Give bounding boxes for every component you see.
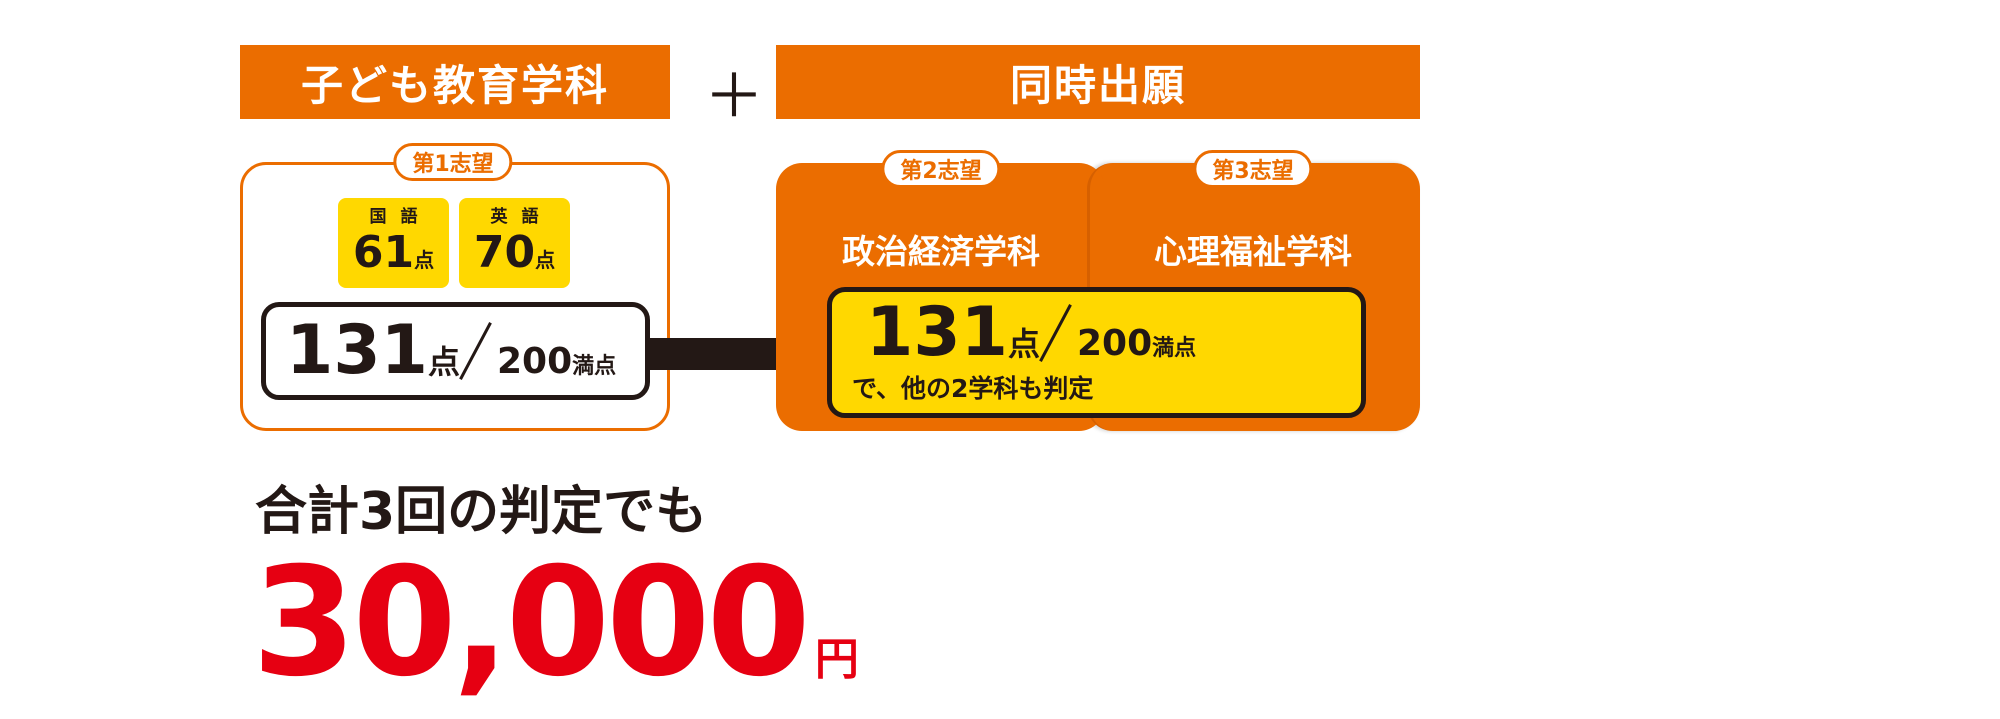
max-score: 200	[496, 341, 573, 382]
summary-line: 合計3回の判定でも	[255, 482, 708, 542]
subject-name: 英語	[490, 207, 553, 227]
total-score: 131	[286, 311, 428, 390]
third-choice-badge: 第3志望	[1193, 150, 1313, 188]
combined-score-box: 131点 200満点 で、他の2学科も判定	[827, 287, 1366, 418]
combined-total-unit: 点	[1007, 325, 1040, 363]
divider	[459, 322, 492, 380]
plus-icon: ＋	[704, 62, 764, 132]
subject-japanese: 国語 61点	[338, 198, 449, 288]
subject-score: 70	[473, 227, 536, 278]
subject-score: 61	[352, 227, 415, 278]
score-unit: 点	[414, 248, 435, 272]
total-score-box: 131点 200満点	[261, 302, 650, 400]
price-amount: 30,000	[252, 536, 811, 710]
first-choice-badge: 第1志望	[393, 143, 513, 181]
department-header: 子ども教育学科	[240, 45, 670, 119]
combined-max: 200	[1076, 323, 1153, 364]
concurrent-application-header: 同時出願	[776, 45, 1420, 119]
score-unit: 点	[535, 248, 556, 272]
second-choice-department: 政治経済学科	[842, 232, 1040, 271]
subject-name: 国語	[369, 207, 432, 227]
combined-note: で、他の2学科も判定	[852, 374, 1094, 403]
divider	[1039, 304, 1072, 362]
combined-total: 131	[866, 293, 1008, 372]
total-unit: 点	[427, 343, 460, 381]
second-choice-badge: 第2志望	[881, 150, 1001, 188]
arrow-shaft	[650, 338, 786, 370]
third-choice-department: 心理福祉学科	[1154, 232, 1352, 271]
subject-english: 英語 70点	[459, 198, 570, 288]
combined-max-unit: 満点	[1152, 336, 1197, 361]
max-unit: 満点	[572, 354, 617, 379]
price-currency: 円	[814, 634, 859, 685]
